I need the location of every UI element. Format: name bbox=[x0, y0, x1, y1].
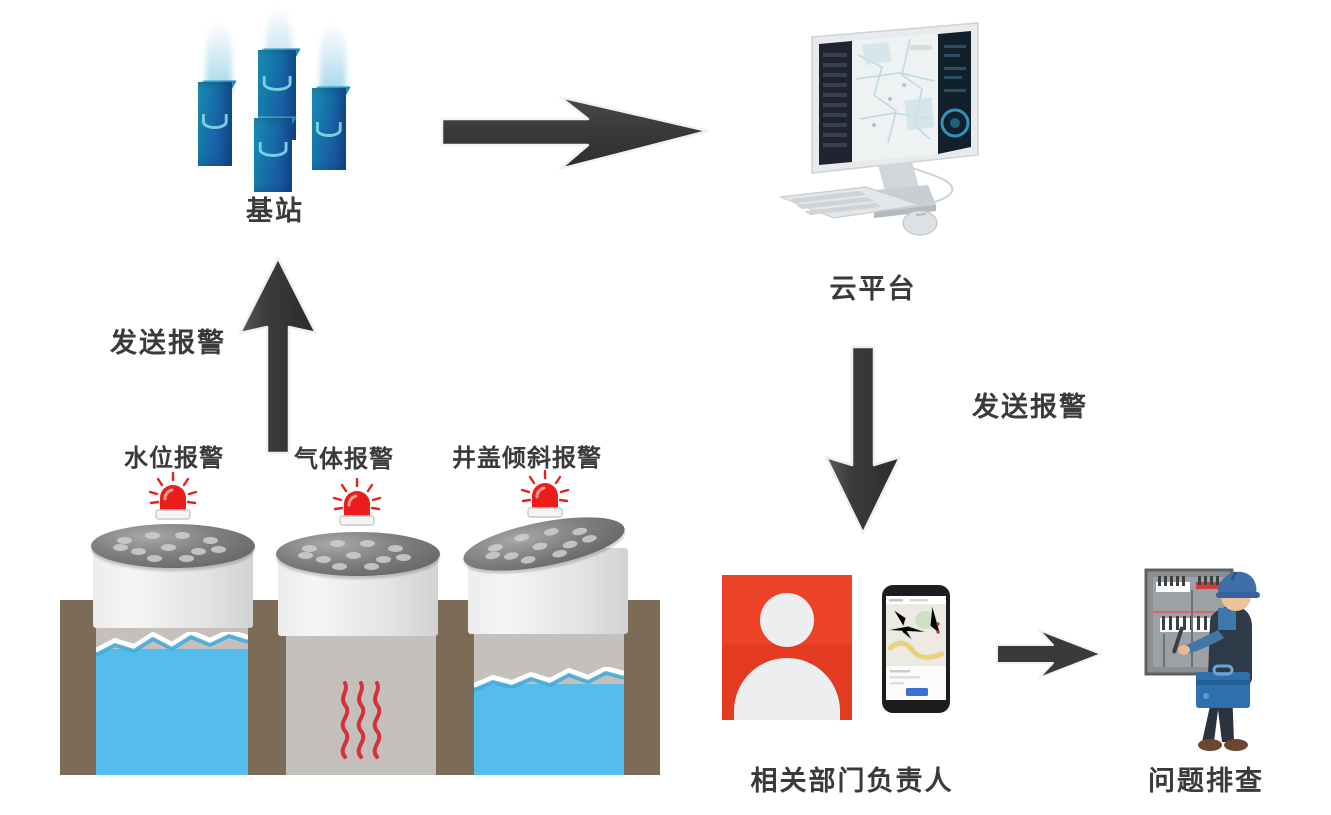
troubleshooting-label: 问题排查 bbox=[1148, 766, 1264, 796]
alarm-label-water-level: 水位报警 bbox=[124, 445, 224, 472]
manhole-cover bbox=[91, 524, 255, 568]
water-fill bbox=[474, 684, 624, 775]
soil-pillar bbox=[60, 600, 96, 775]
avatar-body bbox=[734, 658, 840, 720]
arrow-down-label: 发送报警 bbox=[972, 392, 1088, 422]
soil-pillar bbox=[624, 600, 660, 775]
person-avatar-icon bbox=[722, 575, 852, 720]
arrow-cloud-to-manager bbox=[822, 345, 910, 535]
manhole-cover bbox=[276, 532, 440, 576]
base-station-icon bbox=[180, 6, 380, 192]
arrow-manager-to-troubleshooting bbox=[995, 628, 1103, 685]
arrow-station-to-cloud bbox=[440, 95, 710, 170]
red-alarm-beacon-icon bbox=[330, 477, 384, 530]
desktop-monitor-icon bbox=[770, 15, 1010, 260]
soil-pillar bbox=[436, 600, 474, 775]
phone-screen bbox=[886, 596, 946, 700]
red-alarm-beacon-icon bbox=[518, 469, 572, 522]
alarm-label-cover-tilt: 井盖倾斜报警 bbox=[452, 445, 602, 472]
cloud-platform-label: 云平台 bbox=[829, 274, 917, 304]
base-station-label: 基站 bbox=[246, 196, 304, 226]
smartphone-icon bbox=[882, 585, 950, 713]
manhole-sensors-scene bbox=[60, 469, 660, 790]
red-alarm-beacon-icon bbox=[146, 471, 200, 524]
alarm-label-gas: 气体报警 bbox=[294, 446, 394, 473]
worker-inspecting-panel-icon bbox=[1140, 560, 1310, 760]
water-fill bbox=[96, 649, 248, 775]
gas-waves-icon bbox=[340, 681, 382, 759]
department-manager-label: 相关部门负责人 bbox=[750, 766, 954, 796]
arrow-up-label: 发送报警 bbox=[110, 328, 226, 358]
arrow-sensors-to-station bbox=[232, 255, 324, 455]
shaft-water-level bbox=[96, 600, 248, 775]
avatar-head bbox=[760, 593, 814, 647]
